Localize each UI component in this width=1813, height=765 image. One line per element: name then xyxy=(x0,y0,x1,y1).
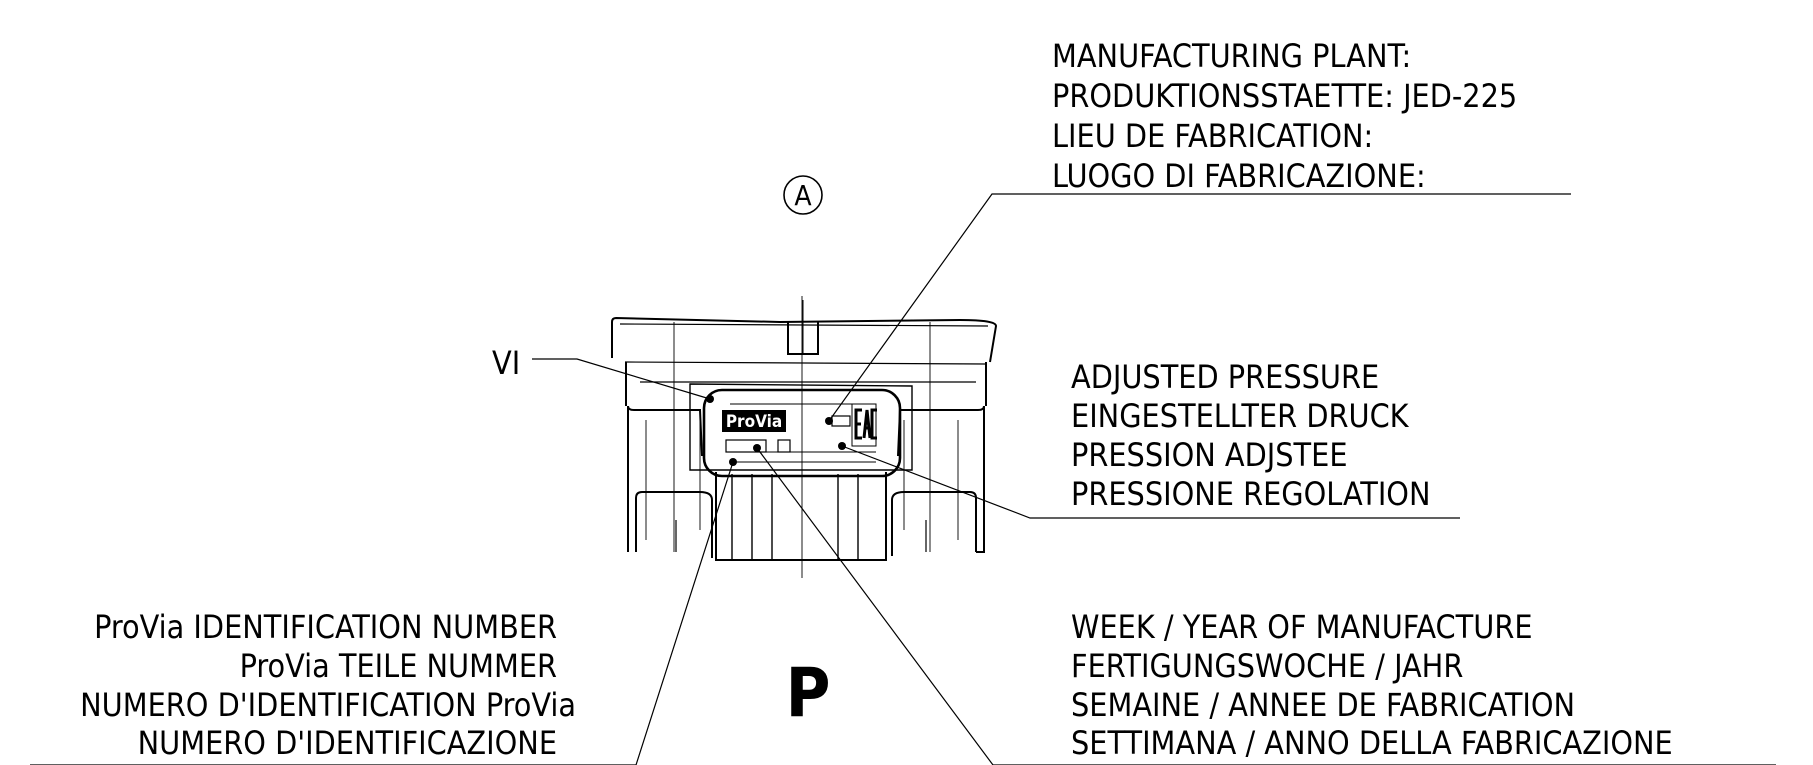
id-line-1: ProVia IDENTIFICATION NUMBER xyxy=(94,608,557,646)
vi-label: VI xyxy=(492,344,520,382)
week-line-4: SETTIMANA / ANNO DELLA FABRICAZIONE xyxy=(1071,724,1673,762)
pressure-text-block: ADJUSTED PRESSURE EINGESTELLTER DRUCK PR… xyxy=(1071,358,1430,513)
part-outline xyxy=(611,300,998,561)
id-line-3: NUMERO D'IDENTIFICATION ProVia xyxy=(80,686,576,724)
construction-lines xyxy=(645,296,959,578)
view-label: A xyxy=(783,175,823,215)
pressure-line-3: PRESSION ADJSTEE xyxy=(1071,436,1348,474)
plant-line-4: LUOGO DI FABRICAZIONE: xyxy=(1052,157,1426,195)
plant-line-2: PRODUKTIONSSTAETTE: JED-225 xyxy=(1052,77,1517,115)
id-line-2: ProVia TEILE NUMMER xyxy=(240,647,557,685)
plant-text-block: MANUFACTURING PLANT: PRODUKTIONSSTAETTE:… xyxy=(1052,37,1517,195)
provia-logo-icon: ProVia xyxy=(722,410,786,432)
week-year-text-block: WEEK / YEAR OF MANUFACTURE FERTIGUNGSWOC… xyxy=(1071,608,1673,762)
week-line-1: WEEK / YEAR OF MANUFACTURE xyxy=(1071,608,1533,646)
id-line-4: NUMERO D'IDENTIFICAZIONE xyxy=(138,724,557,762)
id-number-text-block: ProVia IDENTIFICATION NUMBER ProVia TEIL… xyxy=(80,608,576,762)
eac-mark-icon xyxy=(851,403,877,447)
plant-line-1: MANUFACTURING PLANT: xyxy=(1052,37,1411,75)
plate-logo-text: ProVia xyxy=(726,412,782,432)
leader-lines xyxy=(30,193,1776,765)
week-line-2: FERTIGUNGSWOCHE / JAHR xyxy=(1071,647,1463,685)
view-label-text: A xyxy=(794,179,812,212)
week-line-3: SEMAINE / ANNEE DE FABRICATION xyxy=(1071,686,1575,724)
pressure-line-4: PRESSIONE REGOLATION xyxy=(1071,475,1430,513)
bottom-label: P xyxy=(786,654,831,733)
pressure-line-2: EINGESTELLTER DRUCK xyxy=(1071,397,1410,435)
plant-line-3: LIEU DE FABRICATION: xyxy=(1052,117,1373,155)
pressure-line-1: ADJUSTED PRESSURE xyxy=(1071,358,1379,396)
